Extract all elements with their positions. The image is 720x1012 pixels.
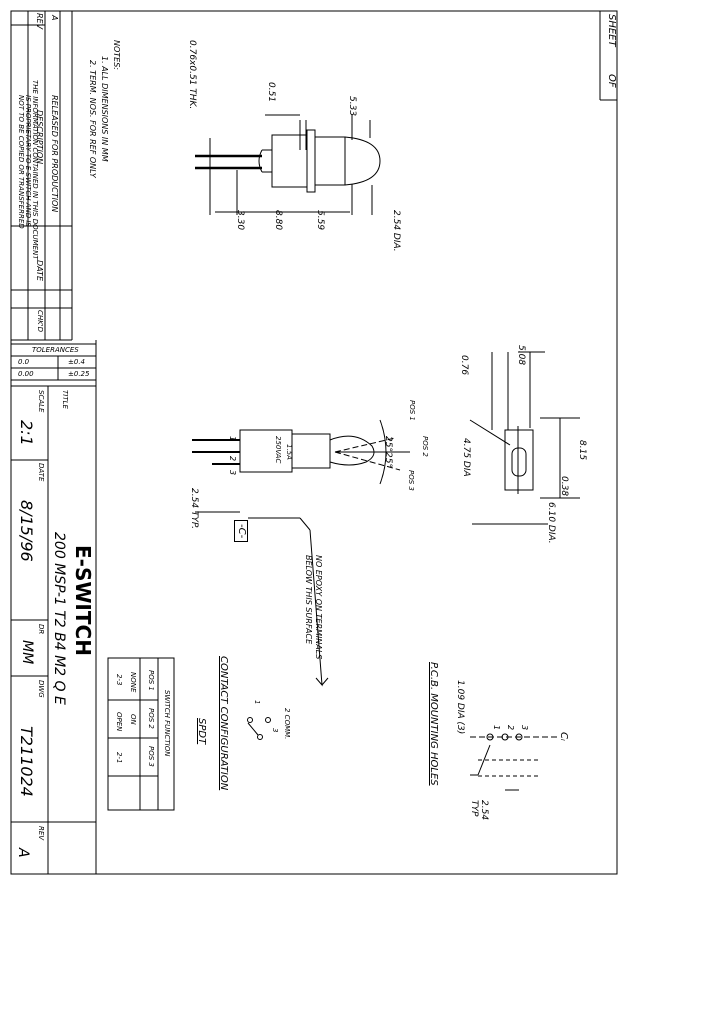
dim-330: 3.30 bbox=[235, 210, 245, 231]
dim-254-dia: 2.54 DIA. bbox=[391, 210, 401, 252]
epoxy-note-2: BELOW THIS SURFACE bbox=[304, 555, 313, 645]
sheet-label: SHEET bbox=[606, 14, 617, 47]
rev-letter: A bbox=[50, 15, 59, 21]
chkd-header: CHK'D bbox=[36, 310, 44, 333]
notes-header: NOTES: bbox=[112, 40, 121, 70]
dim-475: 4.75 DIA bbox=[461, 438, 471, 477]
dwg-number: T211024 bbox=[17, 726, 36, 797]
datum-c: -C- bbox=[234, 520, 248, 543]
contact-type: SPDT bbox=[196, 718, 207, 745]
note-2: 2. TERM. NOS. FOR REF ONLY bbox=[88, 60, 97, 178]
pcb-holes-label: 1.09 DIA (3) bbox=[455, 680, 465, 735]
sf-r1-c2: ON bbox=[129, 714, 137, 725]
rev-header: REV bbox=[35, 13, 44, 30]
pcb-holes bbox=[470, 733, 560, 791]
pos-3-label: POS 3 bbox=[407, 470, 415, 491]
rating-voltage: 250VAC bbox=[274, 436, 282, 464]
pos-1-label: POS 1 bbox=[408, 400, 416, 421]
contact-t3: 3 bbox=[271, 728, 279, 733]
dim-076: 0.76 bbox=[459, 355, 469, 376]
switch-function-table bbox=[107, 657, 175, 811]
dim-610: 6.10 DIA. bbox=[546, 502, 556, 544]
dwg-label: DWG bbox=[37, 680, 45, 698]
scale-label: SCALE bbox=[37, 390, 45, 413]
sf-r2-c3: 2-1 bbox=[115, 752, 123, 764]
sf-r1-c1: NONE bbox=[129, 672, 137, 693]
of-label: OF bbox=[606, 74, 617, 88]
date-value: 8/15/96 bbox=[17, 500, 36, 562]
pcb-term-3: 3 bbox=[520, 725, 529, 731]
epoxy-note-1: NO EPOXY ON TERMINALS bbox=[314, 555, 323, 660]
contact-comm: 2 COMM. bbox=[283, 708, 291, 740]
dim-815: 8.15 bbox=[577, 440, 587, 461]
date-label: DATE bbox=[37, 463, 45, 482]
title-label: TITLE bbox=[61, 390, 69, 409]
pcb-term-1: 1 bbox=[492, 725, 501, 731]
angle-label-2: 25° bbox=[383, 452, 393, 468]
tol-value-1: ±0.4 bbox=[68, 358, 85, 366]
tol-format-1: 0.0 bbox=[18, 358, 30, 366]
company-logo: E-SWITCH bbox=[71, 545, 95, 656]
dim-thk: 0.76x0.51 THK. bbox=[187, 40, 197, 110]
confidential-line-3: NOT TO BE COPIED OR TRANSFERRED bbox=[17, 95, 25, 229]
drawn-by-label: DR bbox=[37, 624, 45, 635]
rev-value: A bbox=[15, 848, 31, 858]
sf-col-pos1: POS 1 bbox=[147, 670, 155, 691]
tolerances-header: TOLERANCES bbox=[32, 346, 79, 354]
contact-t1: 1 bbox=[253, 700, 261, 705]
confidential-line-2: IS PROPRIETARY TO E-SWITCH AND IS bbox=[24, 95, 32, 227]
front-term-3: 3 bbox=[228, 470, 237, 476]
sf-col-pos2: POS 2 bbox=[147, 708, 155, 729]
front-view bbox=[192, 419, 410, 687]
part-number: 200 MSP-1 T2 B4 M2 Q E bbox=[51, 532, 67, 705]
scale-value: 2:1 bbox=[17, 420, 36, 446]
sheet-border bbox=[10, 10, 618, 875]
side-view bbox=[195, 114, 381, 215]
date-header: DATE bbox=[35, 260, 44, 281]
dim-559: 5.59 bbox=[315, 210, 325, 231]
dim-533: 5.33 bbox=[347, 96, 357, 117]
pcb-typ-value: 2.54 bbox=[479, 800, 489, 821]
confidential-line-1: THE INFORMATION CONTAINED IN THIS DOCUME… bbox=[31, 80, 39, 260]
dim-508: 5.08 bbox=[516, 345, 526, 366]
top-view bbox=[469, 351, 580, 525]
rev-description: RELEASED FOR PRODUCTION bbox=[50, 95, 59, 213]
pcb-typ-label: TYP bbox=[469, 800, 479, 817]
pcb-title: P.C.B. MOUNTING HOLES bbox=[428, 662, 439, 786]
dim-typ: 2.54 TYP. bbox=[189, 488, 199, 529]
tol-format-2: 0.00 bbox=[18, 370, 34, 378]
contact-symbol bbox=[247, 717, 271, 740]
rev-label: REV bbox=[37, 826, 45, 841]
pcb-centerline: Cₗ bbox=[558, 732, 569, 741]
note-1: 1. ALL DIMENSIONS IN MM bbox=[100, 56, 109, 162]
contact-title: CONTACT CONFIGURATION bbox=[218, 656, 229, 791]
front-term-1: 1 bbox=[228, 436, 237, 442]
pos-2-label: POS 2 bbox=[421, 436, 429, 457]
tol-value-2: ±0.25 bbox=[68, 370, 90, 378]
angle-label: 25° bbox=[383, 436, 393, 452]
rating-current: 1.5A bbox=[285, 444, 293, 460]
sf-r2-c1: 2-3 bbox=[115, 674, 123, 686]
dim-880: 8.80 bbox=[273, 210, 283, 231]
pcb-term-2: 2 bbox=[506, 725, 515, 731]
sf-r2-c2: OPEN bbox=[115, 712, 123, 732]
front-term-2: 2 bbox=[228, 456, 237, 462]
drawn-by: MM bbox=[19, 640, 35, 665]
dim-038: 0.38 bbox=[559, 476, 569, 497]
sf-col-pos3: POS 3 bbox=[147, 746, 155, 767]
dim-051: 0.51 bbox=[266, 82, 276, 103]
switch-function-header: SWITCH FUNCTION bbox=[163, 690, 171, 757]
